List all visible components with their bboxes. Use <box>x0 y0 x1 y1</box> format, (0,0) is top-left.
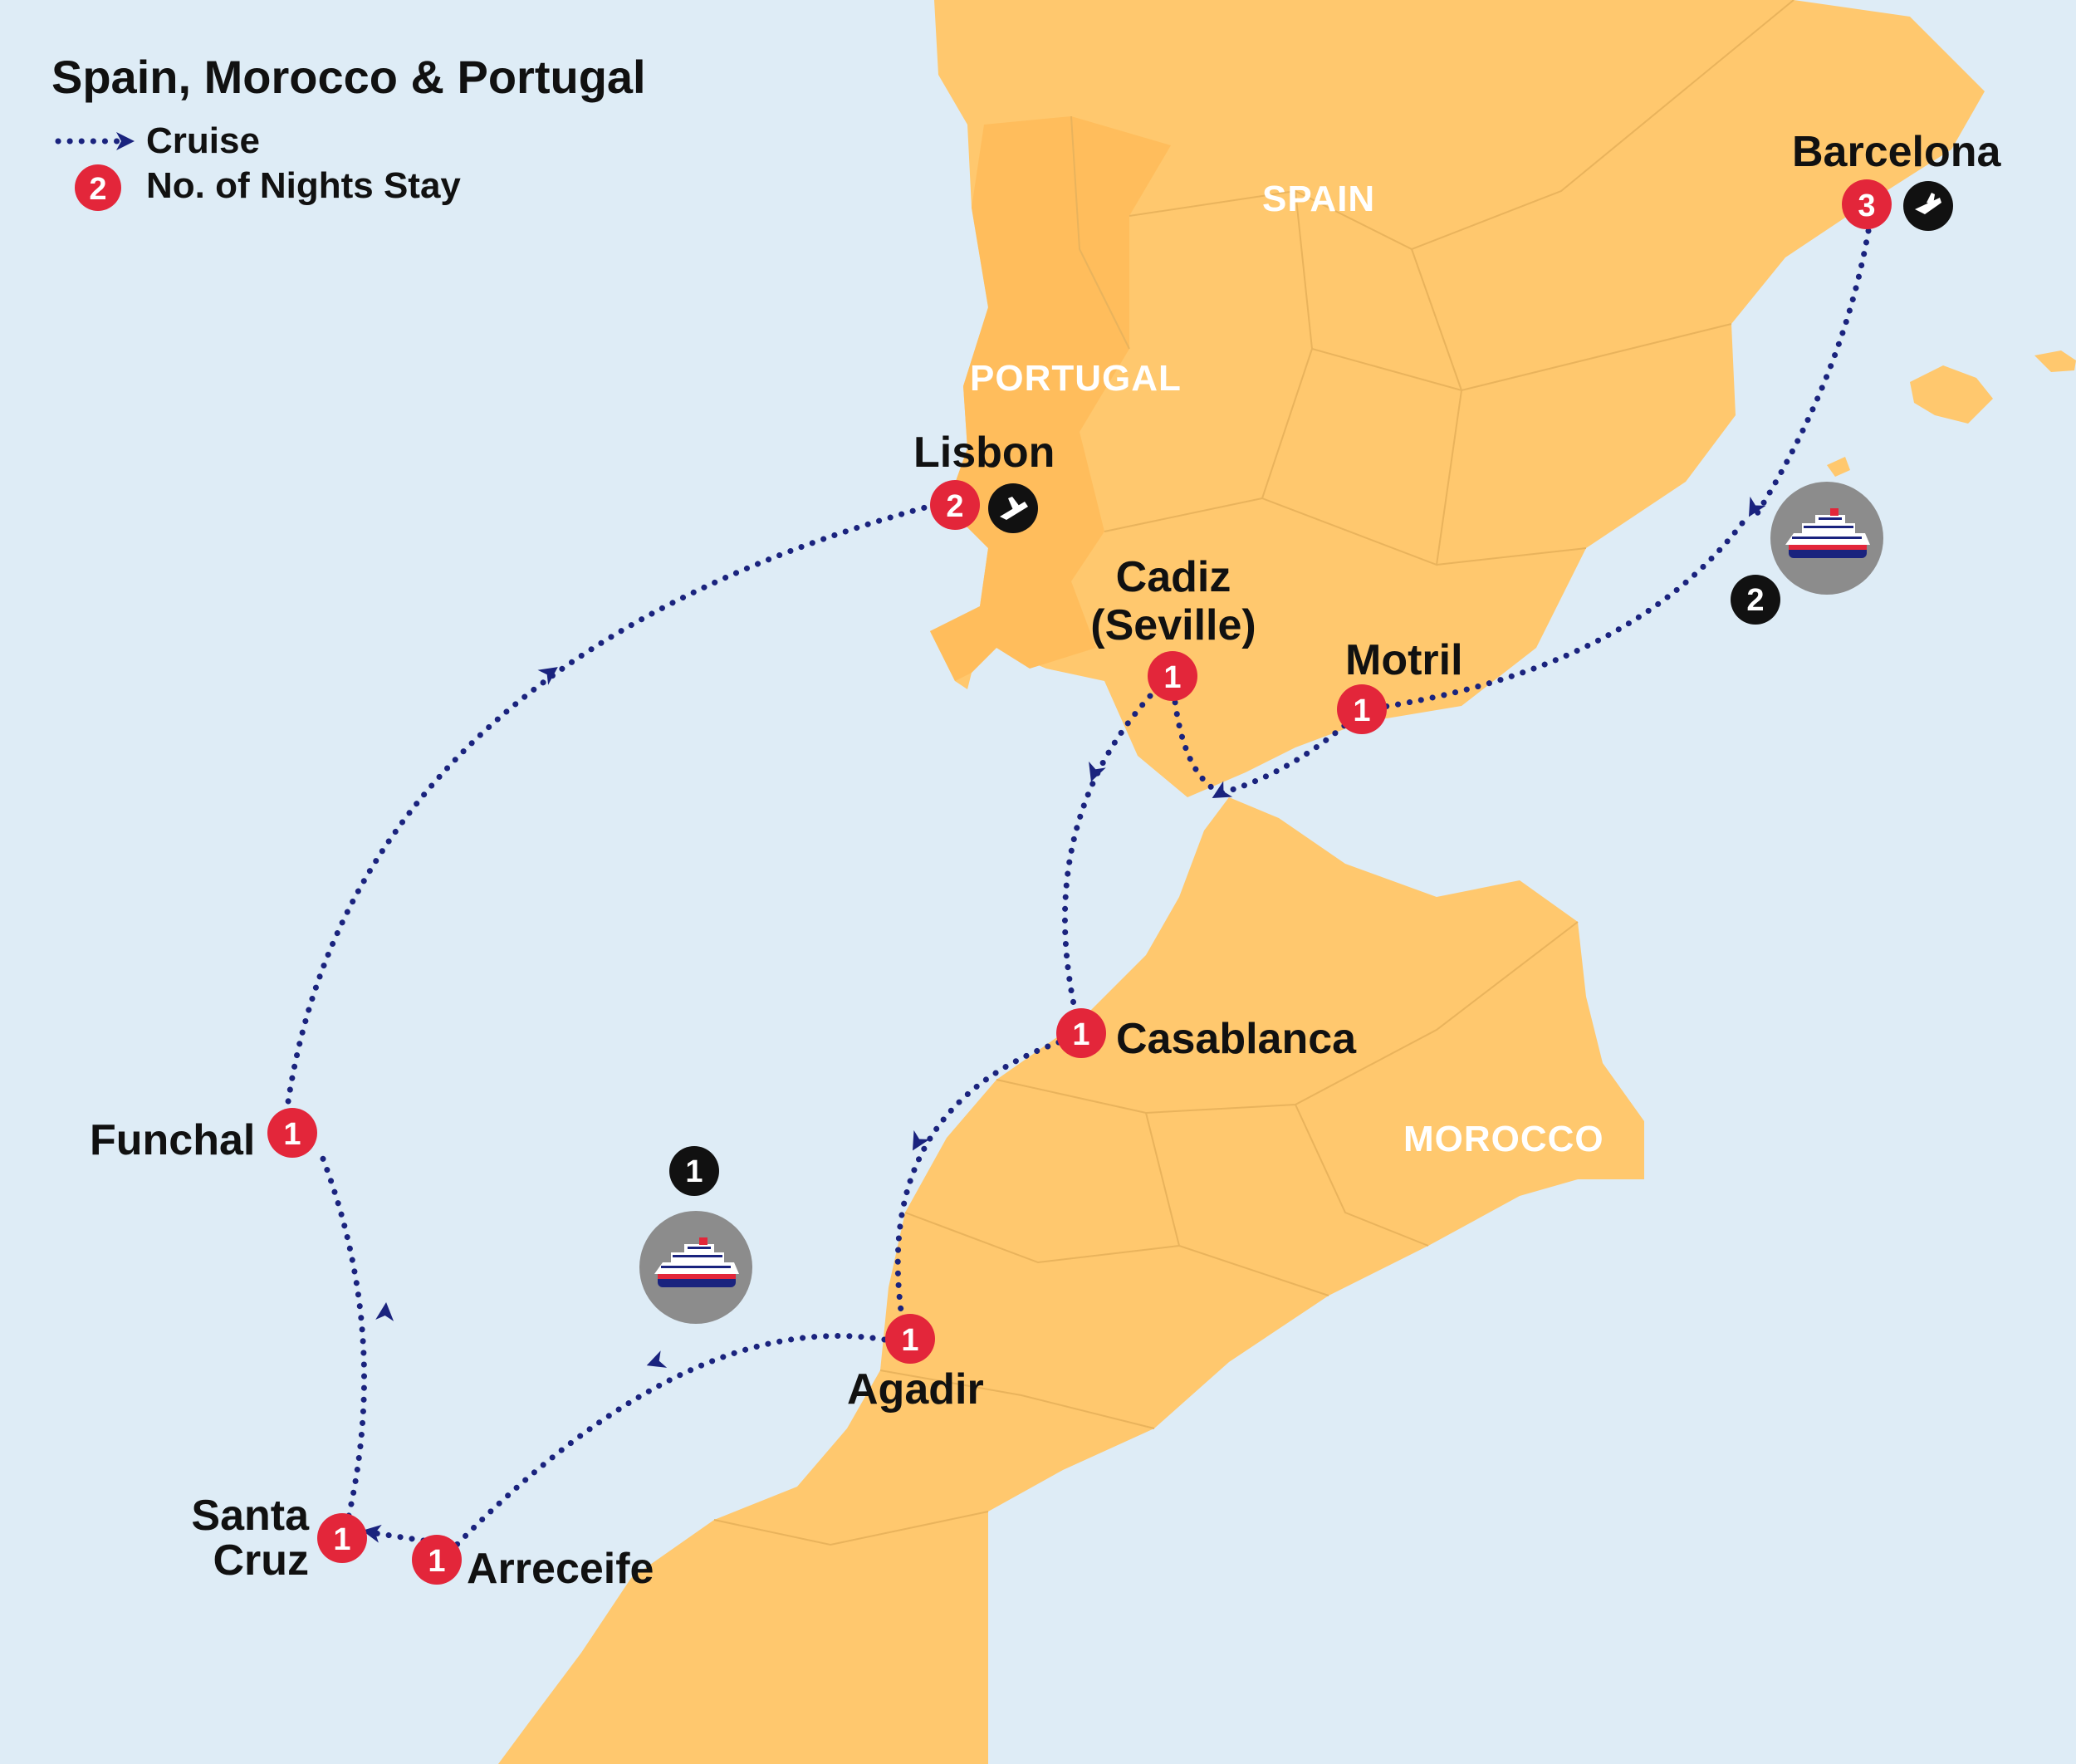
country-label-morocco: MOROCCO <box>1403 1119 1604 1159</box>
country-label-portugal: PORTUGAL <box>970 358 1182 399</box>
stop-cadiz[interactable]: 1 Cadiz (Seville) <box>1090 553 1256 701</box>
night-count: 3 <box>1858 189 1875 223</box>
airplane-arrival-icon <box>1903 181 1953 231</box>
cruise-days-badge-atlantic <box>669 1146 719 1196</box>
legend-night-badge-number: 2 <box>89 172 106 207</box>
night-count: 1 <box>428 1544 445 1579</box>
night-badge <box>885 1314 935 1364</box>
cruise-ship-icon-atlantic <box>639 1211 752 1324</box>
stop-label-line2: Cruz <box>213 1536 309 1585</box>
night-count: 1 <box>1163 660 1181 695</box>
stop-funchal[interactable]: 1 Funchal <box>90 1108 317 1164</box>
stop-lisbon[interactable]: 2 Lisbon <box>913 429 1055 533</box>
stop-santa-cruz[interactable]: 1 Santa Cruz <box>191 1492 367 1585</box>
stop-label: Arreceife <box>467 1545 654 1593</box>
route-funchal-lisbon <box>283 503 932 1116</box>
morocco-borders <box>713 921 1579 1546</box>
night-badge <box>412 1535 462 1585</box>
iberia-land <box>930 0 1985 797</box>
legend-cruise-label: Cruise <box>146 120 260 161</box>
cruise-days-east-number: 2 <box>1746 583 1764 618</box>
stop-label-line1: Santa <box>191 1492 310 1540</box>
stop-label: Motril <box>1345 636 1463 684</box>
cruise-ship-icon-east <box>1770 482 1883 595</box>
night-count: 1 <box>1072 1017 1089 1052</box>
portugal-land <box>930 116 1171 681</box>
route-agadir-arrecife <box>453 1333 888 1548</box>
balearic-menorca <box>2034 350 2076 372</box>
night-count: 1 <box>1353 693 1370 728</box>
legend: Cruise 2 No. of Nights Stay <box>55 120 461 211</box>
morocco-land <box>498 797 1644 1764</box>
stop-label: Casablanca <box>1116 1015 1357 1063</box>
night-count: 2 <box>946 489 963 524</box>
cruise-days-atlantic-number: 1 <box>685 1154 703 1189</box>
airplane-departure-icon <box>988 483 1038 533</box>
route-cadiz-casablanca <box>1062 693 1153 1033</box>
stop-label-line1: Cadiz <box>1116 553 1231 601</box>
route-strait-cadiz <box>1169 674 1224 796</box>
stop-motril[interactable]: 1 Motril <box>1337 636 1463 734</box>
night-badge <box>1056 1008 1106 1058</box>
night-badge <box>317 1513 367 1563</box>
route-ship-motril <box>1359 520 1746 713</box>
stop-agadir[interactable]: 1 Agadir <box>847 1314 984 1414</box>
stop-label: Lisbon <box>913 429 1055 477</box>
night-badge <box>1148 651 1197 701</box>
stop-barcelona[interactable]: 3 Barcelona <box>1792 128 2002 231</box>
legend-night-badge <box>75 164 121 211</box>
stop-casablanca[interactable]: 1 Casablanca <box>1056 1008 1357 1063</box>
legend-nights-label: No. of Nights Stay <box>146 165 461 206</box>
night-count: 1 <box>901 1323 918 1358</box>
night-count: 1 <box>333 1522 350 1557</box>
cruise-days-badge-east <box>1731 575 1780 625</box>
night-badge <box>1842 179 1892 229</box>
stop-label-line2: (Seville) <box>1090 601 1256 649</box>
balearic-ibiza <box>1827 457 1850 477</box>
map-title: Spain, Morocco & Portugal <box>51 51 646 103</box>
night-badge <box>1337 684 1387 734</box>
route-casablanca-agadir <box>894 1039 1062 1340</box>
night-badge <box>930 480 980 530</box>
stop-label: Agadir <box>847 1365 984 1414</box>
route-arrecife-santacruz <box>366 1529 427 1544</box>
balearic-mallorca <box>1910 365 1993 424</box>
stop-label: Barcelona <box>1792 128 2002 176</box>
night-badge <box>267 1108 317 1158</box>
night-count: 1 <box>283 1117 301 1152</box>
region-borders <box>1070 0 1794 566</box>
stop-arrecife[interactable]: 1 Arreceife <box>412 1535 654 1593</box>
country-label-spain: SPAIN <box>1262 179 1375 219</box>
route-santacruz-funchal <box>316 1147 368 1519</box>
stop-label: Funchal <box>90 1116 255 1164</box>
